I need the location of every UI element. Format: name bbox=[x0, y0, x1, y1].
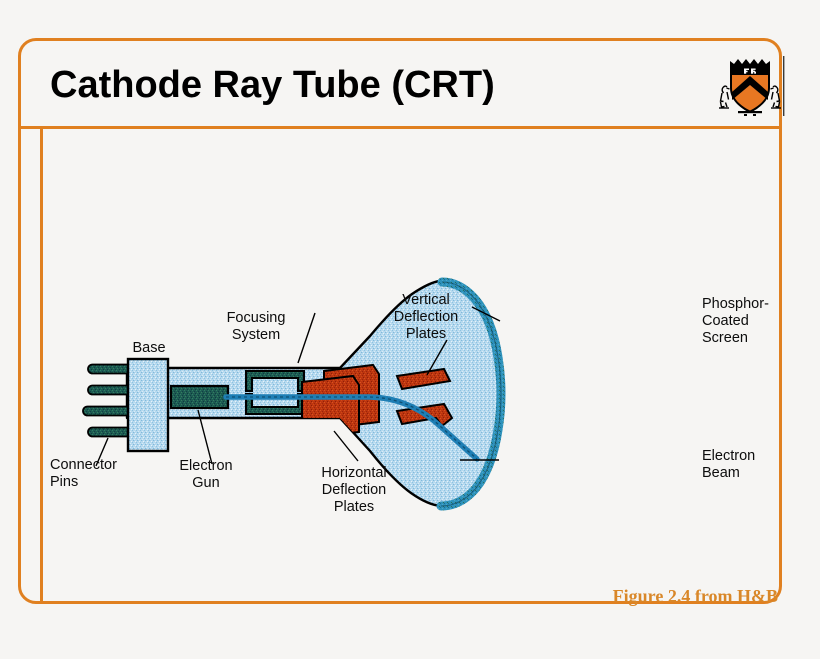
title-divider-line bbox=[18, 126, 782, 129]
leader-vertical-plates bbox=[426, 339, 448, 376]
page-title: Cathode Ray Tube (CRT) bbox=[50, 64, 495, 106]
leader-connector-pins bbox=[95, 437, 109, 467]
left-margin-line bbox=[40, 126, 43, 604]
base-block bbox=[126, 357, 170, 453]
crt-cutaway-diagram bbox=[40, 126, 782, 604]
horizontal-plate-front bbox=[301, 374, 360, 440]
electron-beam bbox=[223, 394, 480, 462]
label-electron-gun: Electron Gun bbox=[179, 458, 233, 491]
label-phosphor-coated-screen: Phosphor- Coated Screen bbox=[702, 296, 769, 346]
label-focusing-system: Focusing System bbox=[226, 310, 286, 343]
leader-horizontal-plates bbox=[333, 430, 359, 462]
label-electron-beam: Electron Beam bbox=[702, 448, 756, 481]
leader-lines bbox=[95, 306, 501, 467]
label-vertical-deflection-plates: Vertical Deflection Plates bbox=[393, 292, 459, 342]
figure-caption: Figure 2.4 from H&B bbox=[612, 586, 778, 606]
leader-phosphor-screen bbox=[471, 306, 501, 322]
leader-focusing-system bbox=[297, 312, 316, 364]
focusing-electrode-upper bbox=[245, 370, 305, 392]
leader-electron-gun bbox=[197, 409, 213, 465]
label-connector-pins: Connector Pins bbox=[50, 457, 117, 490]
focusing-system bbox=[245, 370, 305, 415]
electron-gun bbox=[169, 384, 230, 410]
label-base: Base bbox=[132, 340, 166, 356]
label-horizontal-deflection-plates: Horizontal Deflection Plates bbox=[321, 465, 387, 515]
phosphor-coated-screen bbox=[436, 277, 506, 511]
slide-border bbox=[18, 38, 782, 604]
princeton-shield-logo bbox=[714, 52, 786, 124]
